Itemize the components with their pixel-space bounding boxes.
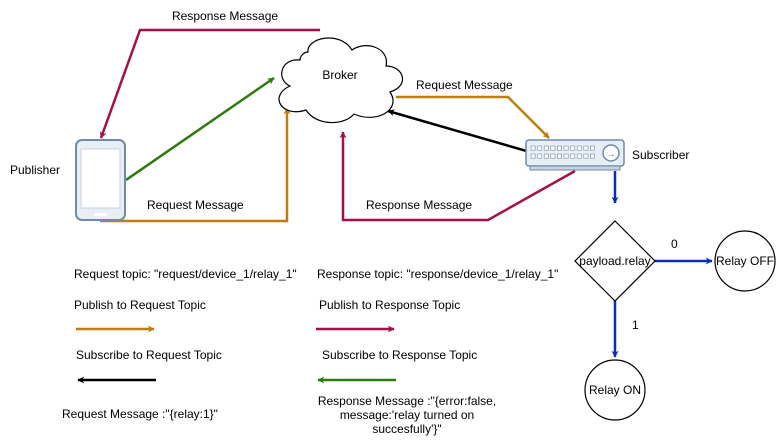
decision-label: payload.relay (579, 254, 650, 268)
switch-port (557, 153, 562, 159)
switch-port (537, 153, 543, 159)
phone-home-button (94, 213, 107, 216)
response-bottom-label: Response Message (366, 198, 472, 212)
switch-port (543, 145, 549, 151)
relay-on-label: Relay ON (589, 383, 641, 397)
branch-one-label: 1 (632, 318, 639, 332)
relay-off-node: Relay OFF (714, 230, 776, 292)
publisher-subscribe-edge (125, 76, 275, 182)
decision-diamond (574, 220, 656, 302)
response-message-line-1: Response Message :"{error:false, (318, 394, 496, 408)
cloud-shape (278, 37, 403, 124)
switch-port (537, 145, 543, 151)
switch-port (543, 153, 549, 159)
publish-response-text: Publish to Response Topic (319, 298, 460, 312)
switch-port (563, 153, 569, 159)
publisher-request-edge (100, 107, 291, 223)
switch-port (576, 145, 582, 151)
subscriber-subscribe-edge (387, 109, 531, 154)
response-topic-text: Response topic: "response/device_1/relay… (317, 267, 558, 281)
switch-port (583, 145, 589, 151)
subscribe-request-text: Subscribe to Request Topic (76, 348, 222, 362)
response-to-publisher-edge (99, 28, 320, 139)
switch-port (550, 153, 556, 159)
response-message-line-2: message:'relay turned on (340, 408, 474, 422)
request-bottom-label: Request Message (147, 198, 244, 212)
relay-on-circle (584, 359, 646, 421)
switch-port (576, 153, 582, 159)
switch-port (590, 145, 595, 151)
switch-arrow-icon: → (606, 149, 616, 160)
subscriber-response-edge (339, 131, 576, 222)
switch-port (583, 153, 589, 159)
broker-label: Broker (322, 68, 357, 82)
branch-zero-label: 0 (671, 237, 678, 251)
publish-request-text: Publish to Request Topic (74, 298, 206, 312)
subscriber-node: → Subscriber (525, 139, 689, 171)
response-top-label: Response Message (172, 9, 278, 23)
request-topic-text: Request topic: "request/device_1/relay_1… (74, 267, 297, 281)
switch-status-icon (602, 144, 620, 162)
request-right-label: Request Message (416, 78, 513, 92)
phone-screen (80, 148, 121, 209)
request-to-subscriber-edge (396, 95, 550, 139)
switch-port (530, 145, 536, 151)
subscribe-response-text: Subscribe to Response Topic (322, 348, 477, 362)
switch-base (529, 165, 621, 171)
relay-on-node: Relay ON (584, 359, 646, 421)
switch-port (557, 145, 562, 151)
switch-port (550, 145, 556, 151)
broker-node: Broker (278, 37, 403, 124)
switch-port (563, 145, 569, 151)
switch-port (590, 153, 595, 159)
decision-node: payload.relay (574, 220, 656, 302)
legend: Request topic: "request/device_1/relay_1… (62, 267, 558, 436)
request-message-text: Request Message :"{relay:1}" (62, 407, 218, 421)
publisher-node: Publisher (10, 139, 126, 221)
switch-port (570, 145, 576, 151)
subscriber-label: Subscriber (632, 148, 689, 162)
relay-off-label: Relay OFF (716, 254, 774, 268)
switch-port (530, 153, 536, 159)
switch-ports (530, 145, 595, 159)
publisher-label: Publisher (10, 163, 60, 177)
switch-port (570, 153, 576, 159)
response-message-line-3: succesfully'}" (372, 422, 441, 436)
relay-off-circle (714, 230, 776, 292)
